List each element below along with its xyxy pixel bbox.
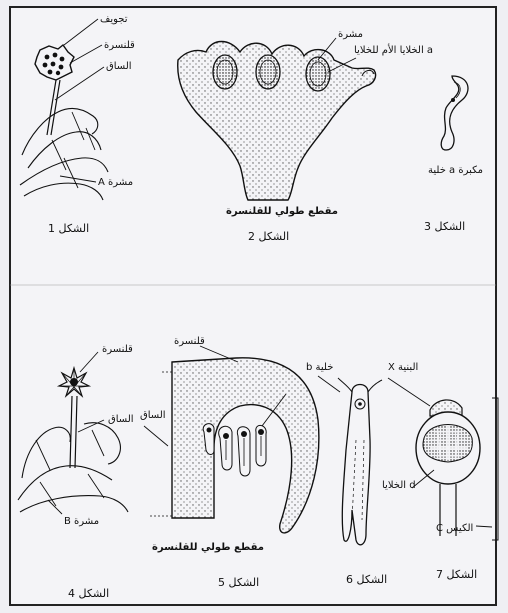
fig5-capsule-label: قلنسرة <box>174 336 205 347</box>
fig1-receptacle-label: تجويف <box>100 14 128 25</box>
fig5-caption: مقطع طولي للقلنسرة <box>152 542 264 553</box>
fig6-title: الشكل 6 <box>346 573 387 586</box>
fig7-cells-label: الخلايا d <box>382 480 416 491</box>
fig7-title: الشكل 7 <box>436 568 477 581</box>
fig2-epidermis-label: مشرة <box>338 29 363 40</box>
fig4-thallus-label: B مشرة <box>64 516 99 527</box>
fig1-stem-label: الساق <box>106 61 132 72</box>
fig7-structure-label: X البنية <box>388 362 418 373</box>
fig3-title: الشكل 3 <box>424 220 465 233</box>
fig2-mother-cells-label: الخلايا الأم للخلايا a <box>354 43 433 56</box>
fig2-caption: مقطع طولي للقلنسرة <box>226 206 338 217</box>
fig6-cell-label: b خلية <box>306 362 333 373</box>
fig1-capsule-label: قلنسرة <box>104 40 135 51</box>
fig5-stem-label: الساق <box>140 410 166 421</box>
fig5-title: الشكل 5 <box>218 576 259 589</box>
fig1-title: الشكل 1 <box>48 222 89 235</box>
fig3-caption: خلية a مكبرة <box>428 165 483 176</box>
fig4-stem-label: الساق <box>108 414 134 425</box>
fig4-title: الشكل 4 <box>68 587 109 600</box>
fig4-capsule-label: قلنسرة <box>102 344 133 355</box>
fig2-title: الشكل 2 <box>248 230 289 243</box>
fig1-thallus-label: A مشرة <box>98 177 133 188</box>
fig7-sac-label: C الكيس <box>436 523 473 534</box>
